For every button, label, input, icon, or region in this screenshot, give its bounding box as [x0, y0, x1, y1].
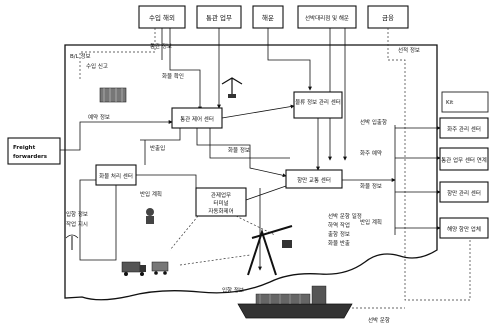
port-area-outline	[64, 44, 438, 301]
flow-label-top-right: 선적 정보	[398, 46, 420, 54]
port-note: 화물 반출	[328, 239, 350, 247]
gantry-crane-icon	[247, 225, 293, 276]
flow-label: 반출입	[150, 144, 165, 152]
top-box-customs: 통관 업무	[196, 5, 242, 29]
control-center-label: 통관 제어 센터	[180, 115, 214, 123]
info-center-box: 물류 정보 관리 센터	[293, 91, 343, 119]
port-center-box: 항만 교통 센터	[285, 169, 343, 189]
right-box-marine: 해양 항만 업체	[439, 217, 489, 239]
flow-label: 반입 계획	[140, 190, 162, 198]
right-flow-label: 화주 예약	[360, 149, 382, 157]
automation-label: 자동화제어	[208, 207, 233, 215]
flow-label: 화물 정보	[228, 147, 250, 154]
freight-forwarders-box: Freight forwarders	[7, 137, 61, 165]
info-center-label: 물류 정보 관리 센터	[295, 98, 341, 106]
right-box-label: 항만 관리 센터	[447, 189, 481, 197]
flow-label: 예약 정보	[88, 113, 110, 121]
top-box-ship-agency: 선박대리점 및 해운	[297, 5, 357, 29]
flow-label: 수입 신고	[86, 62, 108, 70]
freight-label-line2: forwarders	[13, 154, 48, 160]
flow-label: 통관 정보	[150, 42, 172, 50]
container-ship-icon	[237, 285, 353, 319]
truck-icon	[121, 261, 146, 276]
flow-label: 화물 확인	[162, 72, 184, 80]
top-box-shipping: 해운	[252, 5, 284, 29]
top-box-label: 선박대리점 및 해운	[305, 14, 349, 22]
right-kit-label: Kit	[446, 100, 454, 106]
top-box-label: 수입 해외	[149, 13, 175, 22]
right-flow-label: 선박 입출항	[360, 118, 387, 126]
processing-label: 화물 처리 센터	[99, 172, 133, 180]
top-box-import-overseas: 수입 해외	[138, 5, 186, 29]
container-stack-icon	[99, 87, 127, 103]
automation-label: 터미널	[213, 199, 228, 207]
flow-label: 선박 운항	[368, 316, 390, 324]
radio-antenna-icon	[65, 234, 79, 250]
top-box-label: 해운	[262, 13, 274, 22]
truck-icon	[151, 261, 169, 275]
worker-icon	[146, 208, 154, 224]
right-box-label: 화주 관리 센터	[447, 125, 481, 133]
processing-box: 화물 처리 센터	[95, 164, 137, 186]
right-box-customs-link: 통관 업무 센터 연계	[439, 147, 489, 171]
top-box-finance: 금융	[367, 5, 409, 29]
crane-icon-small	[221, 77, 243, 98]
freight-label-line1: Freight	[13, 145, 36, 151]
flow-label: 작업 지시	[66, 220, 88, 228]
port-notes: 선박 운항 일정 하역 작업 출항 정보 화물 반출	[328, 212, 362, 247]
top-box-label: 통관 업무	[206, 13, 232, 22]
right-flow-label: 반입 계획	[360, 218, 382, 226]
port-note: 선박 운항 일정	[328, 212, 362, 220]
right-kit-box: Kit	[441, 91, 489, 113]
right-box-shipper: 화주 관리 센터	[439, 117, 489, 139]
automation-label: 관제업무	[211, 191, 231, 199]
control-center-box: 통관 제어 센터	[171, 107, 223, 129]
port-note: 출항 정보	[328, 230, 350, 238]
flow-label: 입항 정보	[66, 210, 88, 218]
labels-top-left: B/L 정보 수입 신고 통관 정보 화물 확인	[70, 42, 184, 80]
automation-box: 관제업무 터미널 자동화제어	[195, 187, 247, 217]
right-box-port-mgmt: 항만 관리 센터	[439, 181, 489, 203]
flow-label: 입항 정보	[222, 286, 244, 294]
flow-label: B/L 정보	[70, 53, 91, 60]
top-box-label: 금융	[382, 14, 394, 22]
right-flow-label: 화물 정보	[360, 183, 382, 190]
right-box-label: 통관 업무 센터 연계	[441, 156, 487, 164]
port-center-label: 항만 교통 센터	[297, 176, 331, 184]
right-box-label: 해양 항만 업체	[447, 225, 481, 233]
port-note: 하역 작업	[328, 221, 350, 229]
